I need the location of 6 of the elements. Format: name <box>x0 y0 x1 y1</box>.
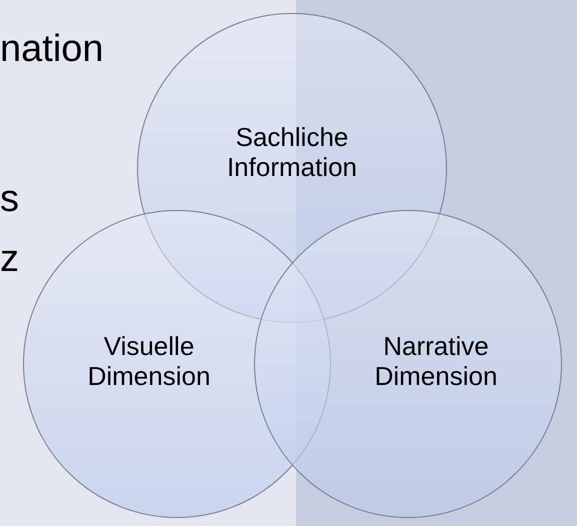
partial-text: nation <box>0 30 104 68</box>
circle-label: Visuelle Dimension <box>86 332 212 392</box>
partial-text: s <box>0 180 19 218</box>
circle-label: Sachliche Information <box>226 123 358 183</box>
partial-text: z <box>0 240 19 278</box>
circle-label: Narrative Dimension <box>374 332 498 392</box>
